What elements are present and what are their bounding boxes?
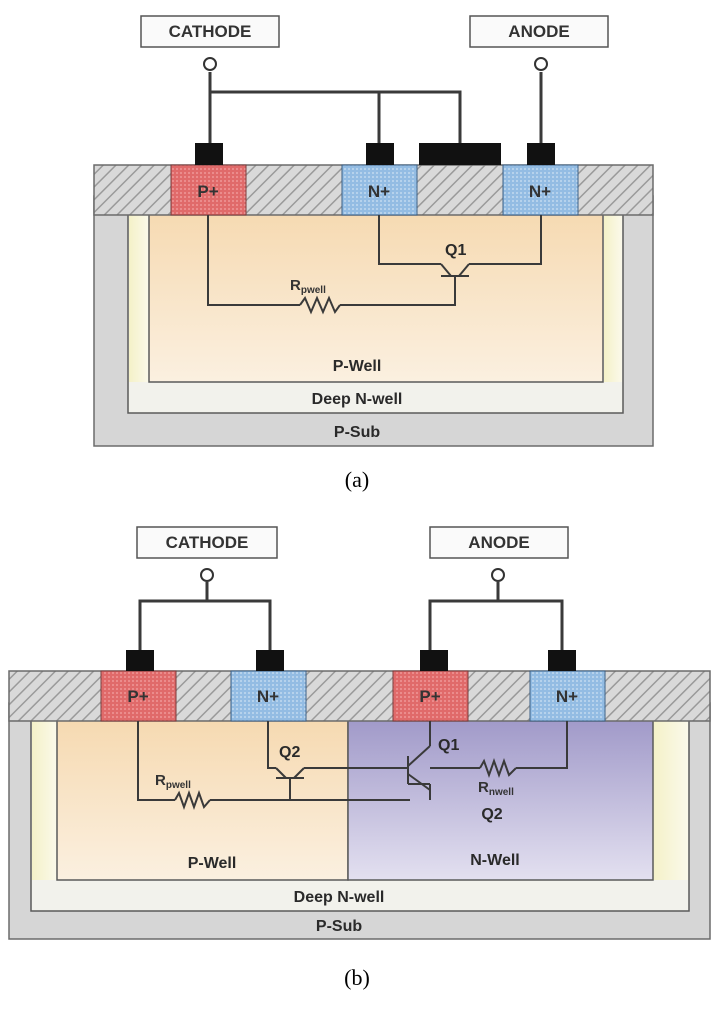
diagram-a: P+ N+ N+ CATHODE ANODE Q1 Rpwell P-Well … xyxy=(93,15,654,492)
a-n-plus-diffusion-2 xyxy=(502,164,579,216)
b-deep-nwell-edge-left xyxy=(32,717,57,880)
a-cathode-label-box xyxy=(140,15,280,48)
a-n-plus-label-2: N+ xyxy=(529,182,551,201)
b-q2-right-label: Q2 xyxy=(481,806,502,823)
a-cathode-wiring xyxy=(208,72,462,143)
b-q1-label: Q1 xyxy=(438,737,459,754)
a-deep-nwell-label: Deep N-well xyxy=(312,391,403,408)
b-anode-terminal[interactable] xyxy=(491,568,505,582)
a-p-plus-diffusion xyxy=(170,164,247,216)
b-anode-label: ANODE xyxy=(468,533,529,552)
a-rpwell-label: Rpwell xyxy=(290,277,326,296)
a-deep-nwell-edge-left xyxy=(129,207,149,382)
a-anode-terminal[interactable] xyxy=(534,57,548,71)
a-contact-n-plus-2 xyxy=(527,143,555,165)
b-caption: (b) xyxy=(344,965,370,990)
a-contact-n-plus-1 xyxy=(366,143,394,165)
b-rnwell-label: Rnwell xyxy=(478,779,514,798)
b-deep-nwell-label: Deep N-well xyxy=(294,889,385,906)
b-contact-n-plus-1 xyxy=(256,650,284,671)
b-n-plus-diffusion-2 xyxy=(529,670,606,722)
b-contact-n-plus-2 xyxy=(548,650,576,671)
b-cathode-wiring xyxy=(138,582,272,650)
a-n-plus-label-1: N+ xyxy=(368,182,390,201)
b-internal-wiring xyxy=(137,721,568,801)
diagram-b: P+ N+ P+ N+ CATHODE ANODE xyxy=(8,526,711,990)
b-contact-p-plus-2 xyxy=(420,650,448,671)
b-pwell-region xyxy=(56,715,349,881)
b-cathode-label: CATHODE xyxy=(166,533,249,552)
b-cathode-terminal[interactable] xyxy=(200,568,214,582)
b-rpwell-label: Rpwell xyxy=(155,772,191,791)
b-transistor-q1 xyxy=(405,745,431,791)
b-anode-wiring xyxy=(428,582,564,650)
a-anode-label-box xyxy=(469,15,609,48)
b-pwell-label: P-Well xyxy=(188,855,237,872)
b-deep-nwell-edge-right xyxy=(653,717,688,880)
b-q2-left-label: Q2 xyxy=(279,744,300,761)
b-transistor-q2-left xyxy=(275,767,305,788)
a-psub-label: P-Sub xyxy=(334,424,380,441)
a-pwell-label: P-Well xyxy=(333,358,382,375)
a-contact-p-plus xyxy=(195,143,223,165)
a-cathode-label: CATHODE xyxy=(169,22,252,41)
a-transistor-q1 xyxy=(440,263,470,286)
b-nwell-label: N-Well xyxy=(470,852,519,869)
a-deep-nwell-edge-right xyxy=(604,207,622,382)
a-gate-contact xyxy=(419,143,501,165)
b-anode-label-box xyxy=(429,526,569,559)
a-anode-label: ANODE xyxy=(508,22,569,41)
a-p-plus-label: P+ xyxy=(197,182,218,201)
b-psub-label: P-Sub xyxy=(316,918,362,935)
a-resistor-rpwell xyxy=(299,295,341,315)
b-cathode-label-box xyxy=(136,526,278,559)
a-cathode-terminal[interactable] xyxy=(203,57,217,71)
b-n-plus-label-2: N+ xyxy=(556,687,578,706)
b-nwell-region xyxy=(347,715,654,881)
b-resistor-rpwell xyxy=(174,790,211,810)
b-p-plus-label-1: P+ xyxy=(127,687,148,706)
b-n-plus-label-1: N+ xyxy=(257,687,279,706)
a-caption: (a) xyxy=(345,467,369,492)
a-internal-wiring xyxy=(207,215,542,306)
b-p-plus-label-2: P+ xyxy=(419,687,440,706)
b-resistor-rnwell xyxy=(479,758,517,778)
a-pwell-region xyxy=(148,205,604,383)
a-q1-label: Q1 xyxy=(445,242,466,259)
b-contact-p-plus-1 xyxy=(126,650,154,671)
